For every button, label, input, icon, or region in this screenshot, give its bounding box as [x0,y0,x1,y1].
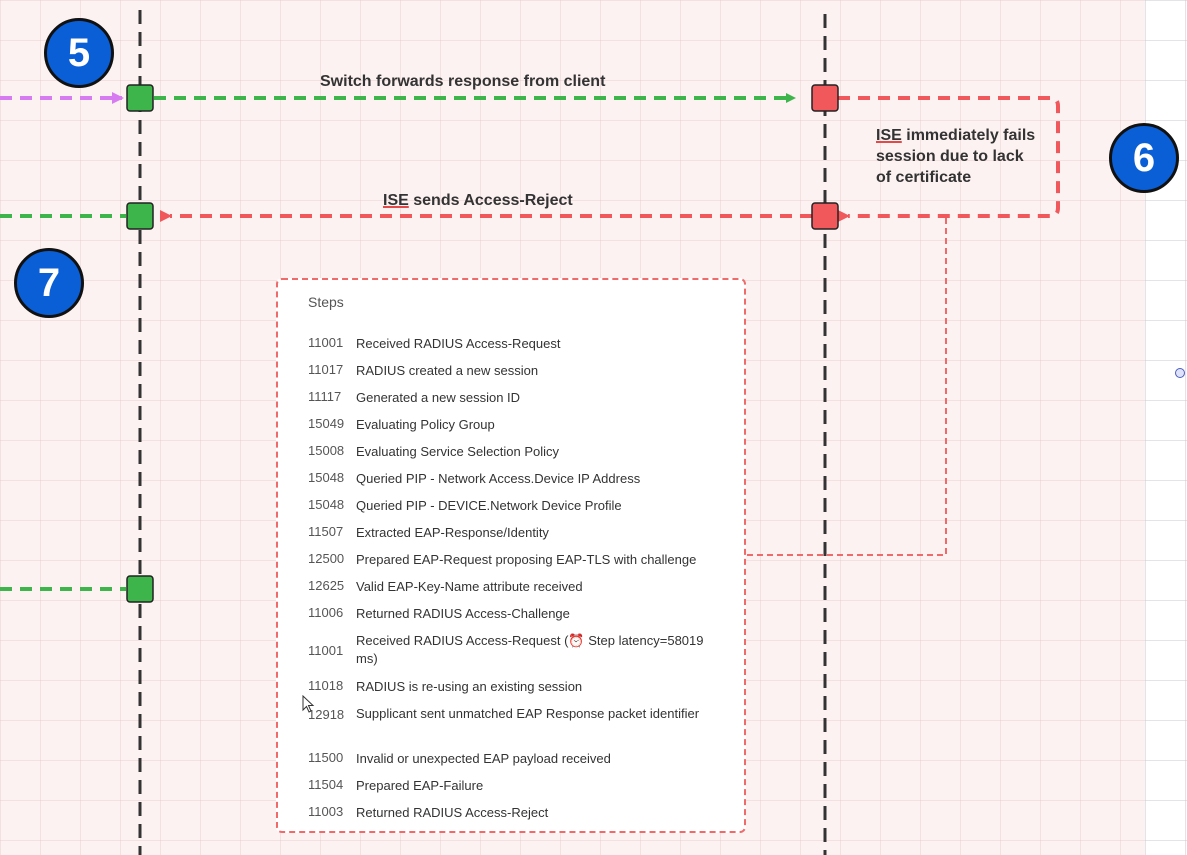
label-ise-immediately-fails[interactable]: ISE immediately fails session due to lac… [876,125,1035,188]
step-row: 11507 Extracted EAP-Response/Identity [308,524,726,542]
step-row: 12500 Prepared EAP-Request proposing EAP-… [308,551,726,569]
label-ise-fail-line1: immediately fails [901,127,1036,144]
label-ise-fail-line2: session due to lack [876,148,1024,165]
step-description: Invalid or unexpected EAP payload receiv… [356,751,611,766]
step-code: 12625 [308,578,345,593]
step-code: 12918 [308,706,345,722]
step-description: Supplicant sent unmatched EAP Response p… [356,706,700,721]
step-description: Generated a new session ID [356,390,521,405]
step-description: Prepared EAP-Failure [356,778,484,793]
step-row: 15049 Evaluating Policy Group [308,416,726,434]
switch-activation-1[interactable] [126,84,154,112]
step-description: Returned RADIUS Access-Reject [356,805,549,820]
step-description: Received RADIUS Access-Request (⏰ Step l… [356,633,704,666]
step-description: RADIUS is re-using an existing session [356,679,583,694]
ise-term: ISE [876,127,902,144]
step-row: 11117 Generated a new session ID [308,389,726,407]
step-code: 11001 [308,335,344,350]
step-row: 11017 RADIUS created a new session [308,362,726,380]
step-row: 11504 Prepared EAP-Failure [308,777,726,795]
label-ise-sends-rest: sends Access-Reject [408,192,573,209]
mouse-cursor-icon [302,695,315,713]
step-row: 15008 Evaluating Service Selection Policy [308,443,726,461]
step-badge-7[interactable]: 7 [14,248,84,318]
switch-activation-3[interactable] [126,575,154,603]
connection-handle[interactable] [1175,368,1185,378]
step-row: 11001 Received RADIUS Access-Request [308,335,726,353]
step-row: 11500 Invalid or unexpected EAP payload r… [308,750,726,768]
step-description: Valid EAP-Key-Name attribute received [356,579,583,594]
step-description: Extracted EAP-Response/Identity [356,525,549,540]
step-row: 15048 Queried PIP - Network Access.Device… [308,470,726,488]
step-code: 11500 [308,750,344,765]
step-code: 11017 [308,362,344,377]
step-code: 11006 [308,605,344,620]
step-description: Evaluating Service Selection Policy [356,444,560,459]
step-code: 11001 [308,642,344,658]
steps-title: Steps [308,294,344,310]
step-description: Evaluating Policy Group [356,417,495,432]
ise-activation-1[interactable] [811,84,839,112]
step-row: 12625 Valid EAP-Key-Name attribute receiv… [308,578,726,596]
step-row: 11018 RADIUS is re-using an existing sess… [308,678,726,696]
label-ise-fail-line3: of certificate [876,169,972,186]
label-ise-sends-reject[interactable]: ISE sends Access-Reject [383,192,573,210]
step-code: 15008 [308,443,345,458]
step-code: 15048 [308,497,345,512]
step-description: Prepared EAP-Request proposing EAP-TLS w… [356,552,697,567]
step-row: 12918 Supplicant sent unmatched EAP Respo… [308,705,726,723]
step-code: 11003 [308,804,344,819]
step-row: 15048 Queried PIP - DEVICE.Network Device… [308,497,726,515]
step-row: 11001 Received RADIUS Access-Request (⏰ S… [308,632,726,668]
step-description: Queried PIP - Network Access.Device IP A… [356,471,641,486]
step-badge-5[interactable]: 5 [44,18,114,88]
ise-term: ISE [383,192,409,209]
step-code: 11117 [308,389,342,404]
step-description: Returned RADIUS Access-Challenge [356,606,570,621]
switch-activation-2[interactable] [126,202,154,230]
step-code: 12500 [308,551,345,566]
step-badge-6[interactable]: 6 [1109,123,1179,193]
step-code: 11018 [308,678,344,693]
step-code: 15048 [308,470,345,485]
label-switch-forwards[interactable]: Switch forwards response from client [320,73,606,90]
step-row: 11003 Returned RADIUS Access-Reject [308,804,726,822]
step-code: 11507 [308,524,344,539]
step-code: 15049 [308,416,345,431]
step-description: Queried PIP - DEVICE.Network Device Prof… [356,498,622,513]
ise-activation-2[interactable] [811,202,839,230]
step-code: 11504 [308,777,344,792]
step-row: 11006 Returned RADIUS Access-Challenge [308,605,726,623]
step-description: RADIUS created a new session [356,363,539,378]
steps-connector[interactable] [747,216,947,556]
step-description: Received RADIUS Access-Request [356,336,561,351]
